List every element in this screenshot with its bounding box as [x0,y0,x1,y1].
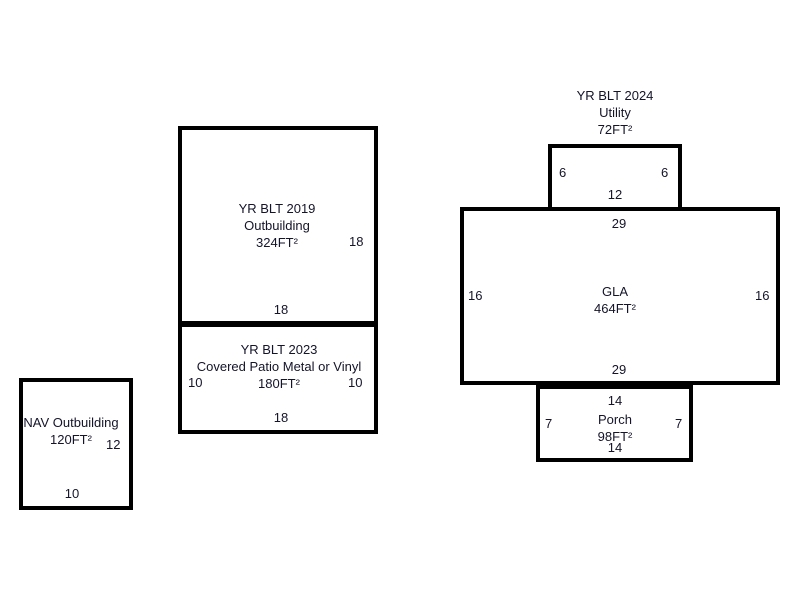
gla-label-group: GLA 464FT² [594,283,636,317]
utility-2024-dim-right: 6 [661,165,669,180]
shape-porch [536,385,693,462]
nav-outbuilding-label-group: NAV Outbuilding 120FT² [23,414,118,448]
covered-patio-2023-name: Covered Patio Metal or Vinyl [196,359,362,374]
outbuilding-2019-dim-right: 18 [349,234,364,249]
nav-outbuilding-area: 120FT² [50,432,92,447]
porch-dim-left: 7 [545,416,553,431]
gla-dim-bottom: 29 [611,362,627,377]
porch-dim-top: 14 [607,393,623,408]
porch-area: 98FT² [597,429,633,444]
shape-outbuilding-2019 [178,126,378,325]
outbuilding-2019-dim-bottom: 18 [273,302,289,317]
utility-2024-dim-bottom: 12 [607,187,623,202]
shape-covered-patio-2023 [178,323,378,434]
gla-dim-right: 16 [755,288,770,303]
outbuilding-2019-label-group: YR BLT 2019 Outbuilding 324FT² [239,200,316,251]
porch-label-group: Porch 98FT² [598,411,633,445]
utility-2024-year-built: YR BLT 2024 [576,88,654,103]
porch-name: Porch [598,412,632,427]
outbuilding-2019-name: Outbuilding [244,218,310,233]
covered-patio-2023-dim-bottom: 18 [273,410,289,425]
covered-patio-2023-area: 180FT² [258,376,300,391]
gla-dim-left: 16 [468,288,483,303]
covered-patio-2023-year-built: YR BLT 2023 [240,342,318,357]
utility-2024-name: Utility [599,105,631,120]
porch-dim-right: 7 [675,416,683,431]
nav-outbuilding-name: NAV Outbuilding [23,415,119,430]
outbuilding-2019-year-built: YR BLT 2019 [238,201,316,216]
shape-utility-2024 [548,144,682,211]
outbuilding-2019-area: 324FT² [256,235,298,250]
covered-patio-2023-dim-left: 10 [188,375,203,390]
gla-area: 464FT² [594,301,636,316]
utility-2024-area: 72FT² [597,122,633,137]
nav-outbuilding-dim-bottom: 10 [64,486,80,501]
utility-2024-dim-left: 6 [559,165,567,180]
porch-dim-bottom: 14 [607,440,623,455]
wall-divider-middle-complex [178,323,378,327]
shape-nav-outbuilding [19,378,133,510]
utility-2024-label-group: YR BLT 2024 Utility 72FT² [577,87,654,138]
covered-patio-2023-label-group: YR BLT 2023 Covered Patio Metal or Vinyl… [197,341,362,392]
gla-name: GLA [601,284,628,299]
nav-outbuilding-dim-right: 12 [106,437,121,452]
gla-dim-top: 29 [611,216,627,231]
shape-gla [460,207,780,385]
covered-patio-2023-dim-right: 10 [348,375,363,390]
